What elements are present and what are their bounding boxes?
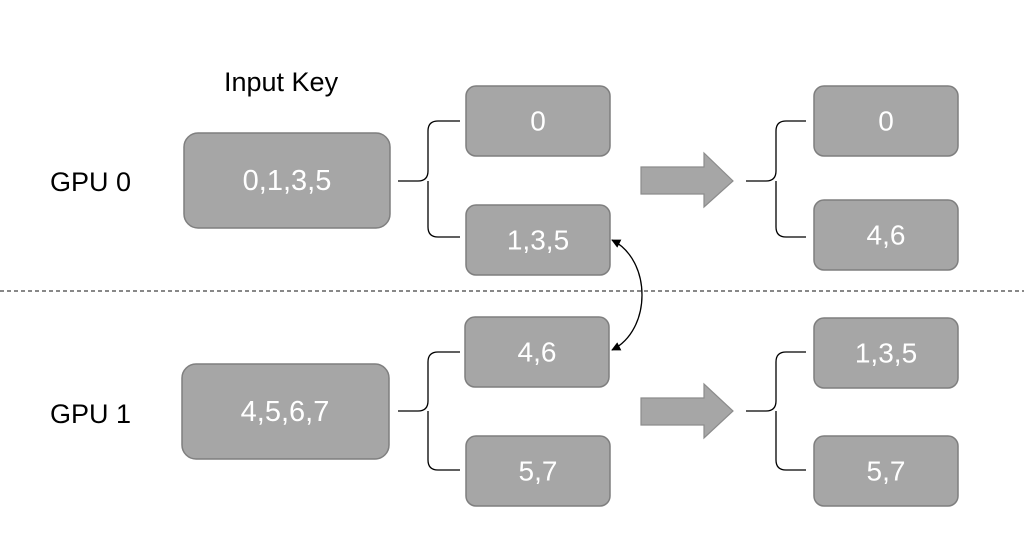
gpu-1-result-box-2: 5,7 — [813, 435, 959, 507]
gpu-1-split-box-2: 5,7 — [465, 435, 611, 507]
gpu-0-result-1-text: 0 — [878, 106, 894, 137]
gpu-0-split-box-1: 0 — [465, 85, 611, 157]
gpu-0-result-brace — [746, 120, 806, 238]
gpu-0-split-1-text: 0 — [530, 106, 546, 137]
gpu-0-input-box: 0,1,3,5 — [183, 132, 391, 229]
gpu-1-split-1-text: 4,6 — [518, 337, 557, 368]
gpu-1-result-2-text: 5,7 — [867, 456, 906, 487]
gpu-1-result-box-1: 1,3,5 — [813, 317, 959, 389]
gpu-1-input-key-text: 4,5,6,7 — [241, 396, 330, 428]
gpu-0-result-2-text: 4,6 — [867, 220, 906, 251]
input-key-label: Input Key — [224, 67, 339, 97]
gpu-1-forward-arrow — [640, 382, 734, 440]
gpu-0-result-box-1: 0 — [813, 85, 959, 157]
gpu-0-input-key-text: 0,1,3,5 — [243, 165, 332, 197]
gpu-1-split-2-text: 5,7 — [519, 456, 558, 487]
gpu-0-label: GPU 0 — [50, 167, 131, 197]
gpu-1-split-box-1: 4,6 — [464, 316, 610, 388]
gpu-1-result-1-text: 1,3,5 — [855, 338, 917, 369]
gpu-0-result-box-2: 4,6 — [813, 199, 959, 271]
exchange-double-arrow — [611, 239, 643, 351]
gpu-1-input-box: 4,5,6,7 — [181, 363, 390, 460]
gpu-0-split-brace — [398, 120, 460, 238]
gpu-1-result-brace — [746, 351, 806, 471]
gpu-1-split-brace — [398, 351, 460, 471]
gpu-0-split-box-2: 1,3,5 — [465, 204, 611, 276]
gpu-1-label: GPU 1 — [50, 399, 131, 429]
gpu-0-split-2-text: 1,3,5 — [507, 225, 569, 256]
gpu-0-forward-arrow — [640, 151, 734, 209]
